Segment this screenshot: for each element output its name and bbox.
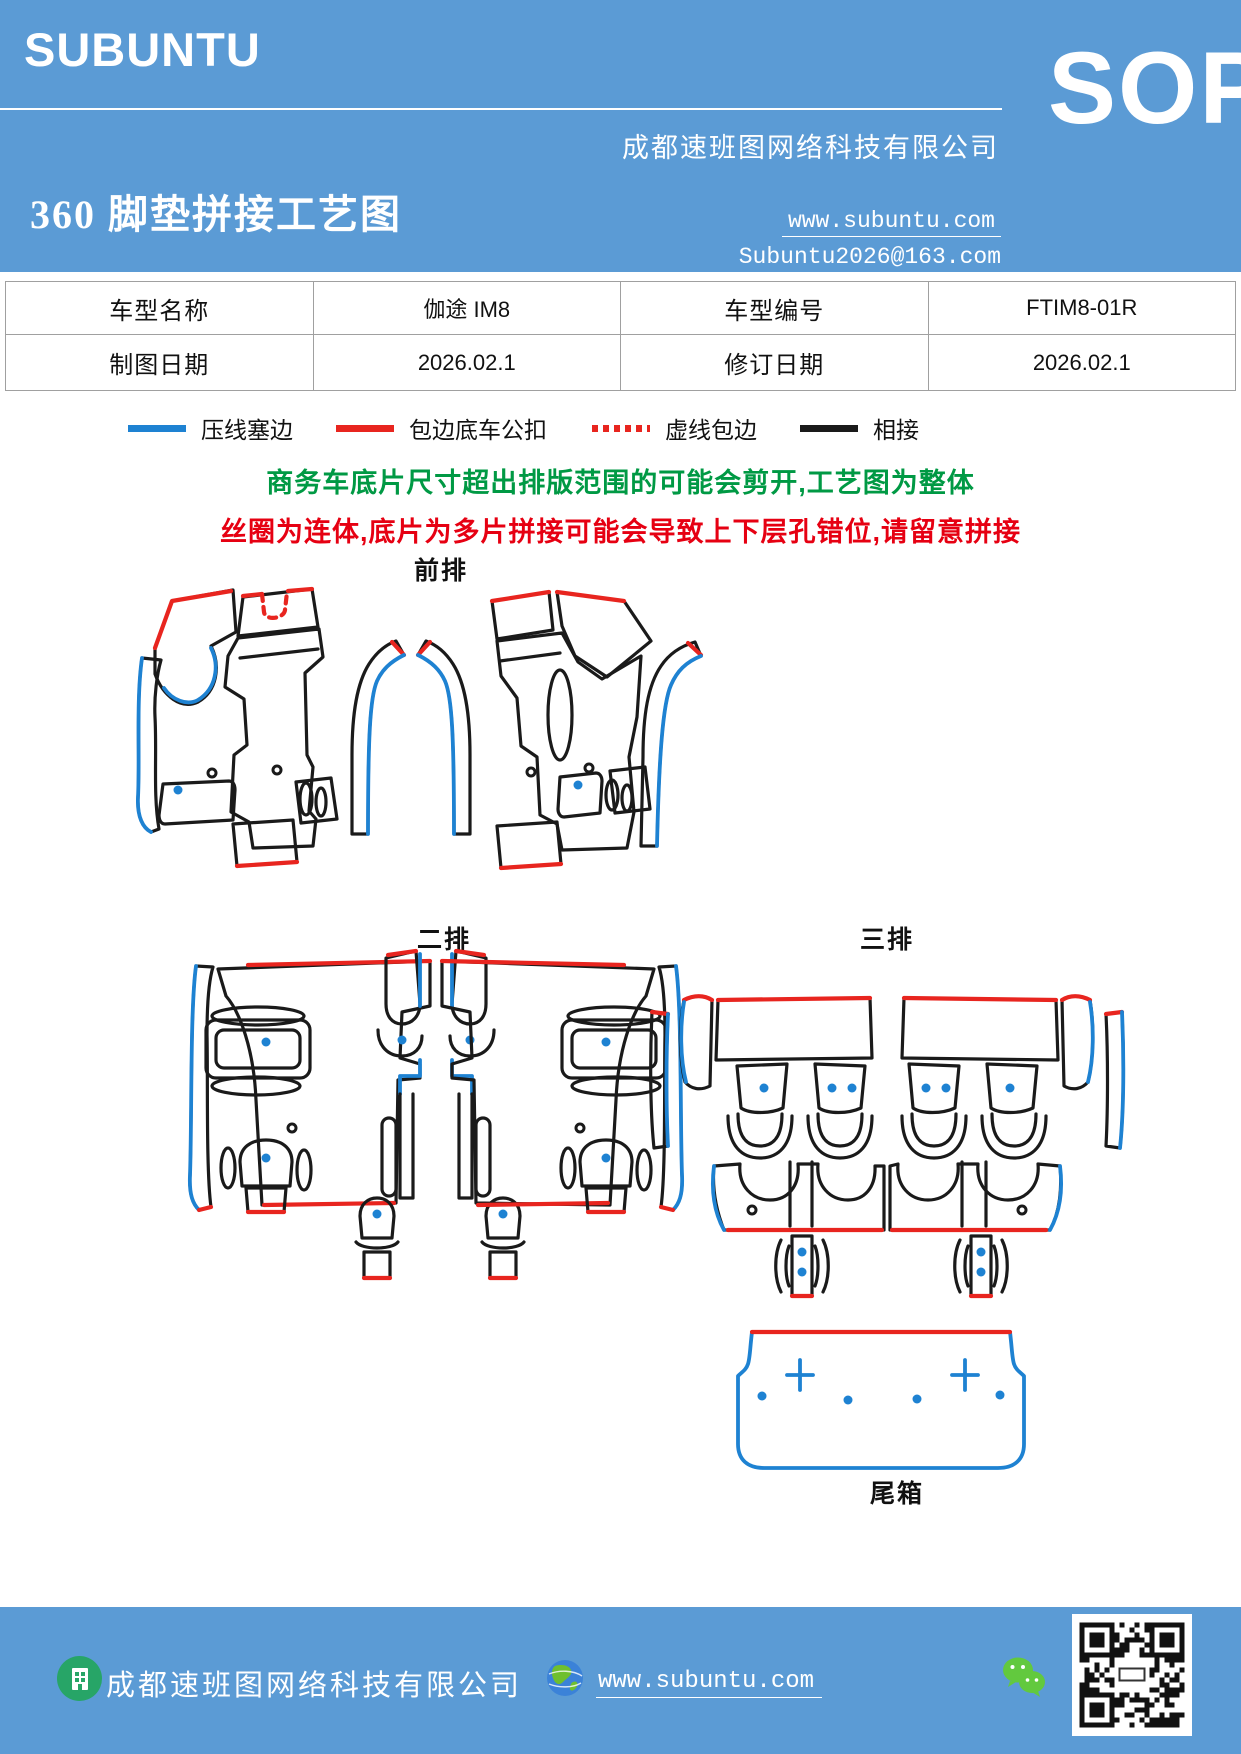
warning-line-1: 商务车底片尺寸超出排版范围的可能会剪开,工艺图为整体: [266, 468, 975, 498]
wechat-icon: [1003, 1657, 1045, 1697]
brand-logo: SUBUNTU: [24, 23, 261, 76]
draw-date-value: 2026.02.1: [312, 334, 621, 391]
vehicle-name-value: 伽途 IM8: [312, 281, 621, 335]
legend-item-edge-buckle: 包边底车公扣: [336, 414, 547, 443]
legend-label: 虚线包边: [665, 417, 757, 443]
legend-item-press-line: 压线塞边: [128, 414, 293, 443]
floor-mat-process-diagram: [136, 586, 1126, 1470]
label-trunk: 尾箱: [869, 1480, 925, 1508]
revise-date-value: 2026.02.1: [927, 334, 1236, 391]
qr-code: [1072, 1614, 1192, 1736]
front-row-left-mat: [136, 586, 339, 869]
red-line-swatch: [336, 424, 394, 432]
front-row-center-strips: [350, 639, 574, 836]
header-email: Subuntu2026@163.com: [738, 244, 1001, 270]
red-dotted-swatch: [592, 424, 650, 432]
building-icon: [57, 1656, 102, 1701]
header-divider-line: [0, 108, 1002, 110]
second-row-right-mat: [439, 958, 685, 1215]
vehicle-name-label: 车型名称: [5, 281, 314, 335]
legend-label: 压线塞边: [201, 417, 293, 443]
vehicle-code-label: 车型编号: [620, 281, 929, 335]
legend-label: 包边底车公扣: [409, 417, 547, 443]
third-row-right-mat: [888, 994, 1126, 1233]
page-title: 360 脚垫拼接工艺图: [30, 192, 402, 237]
legend-item-dashed-edge: 虚线包边: [592, 414, 757, 443]
footer-company-name: 成都速班图网络科技有限公司: [106, 1670, 523, 1702]
blue-line-swatch: [128, 424, 186, 432]
table-row: 车型名称 伽途 IM8 车型编号 FTIM8-01R: [5, 281, 1236, 335]
second-row-left-mat: [187, 958, 433, 1215]
trunk-mat: [736, 1329, 1026, 1470]
header-company-name: 成都速班图网络科技有限公司: [622, 133, 999, 163]
legend-item-joint: 相接: [800, 414, 919, 443]
footer-website-link[interactable]: www.subuntu.com: [596, 1668, 823, 1698]
table-row: 制图日期 2026.02.1 修订日期 2026.02.1: [5, 334, 1236, 391]
vehicle-code-value: FTIM8-01R: [927, 281, 1236, 335]
second-row-center-pieces: [354, 948, 526, 1281]
warning-line-2: 丝圈为连体,底片为多片拼接可能会导致上下层孔错位,请留意拼接: [219, 517, 1021, 547]
building-glyph: [71, 1667, 88, 1690]
label-second-row: 二排: [416, 926, 472, 954]
third-row-anchors: [774, 1234, 1009, 1299]
header-band: SUBUNTU 360 脚垫拼接工艺图 成都速班图网络科技有限公司 SOP ww…: [0, 0, 1241, 272]
front-row-right-mat: [489, 589, 704, 871]
revise-date-label: 修订日期: [620, 334, 929, 391]
black-line-swatch: [800, 424, 858, 432]
draw-date-label: 制图日期: [5, 334, 314, 391]
vehicle-info-table: 车型名称 伽途 IM8 车型编号 FTIM8-01R 制图日期 2026.02.…: [5, 281, 1236, 391]
header-website-link[interactable]: www.subuntu.com: [781, 208, 1001, 237]
globe-icon: [547, 1660, 583, 1696]
label-front-row: 前排: [413, 557, 469, 585]
legend-label: 相接: [873, 417, 919, 443]
label-third-row: 三排: [859, 926, 915, 954]
third-row-left-mat: [649, 994, 886, 1233]
